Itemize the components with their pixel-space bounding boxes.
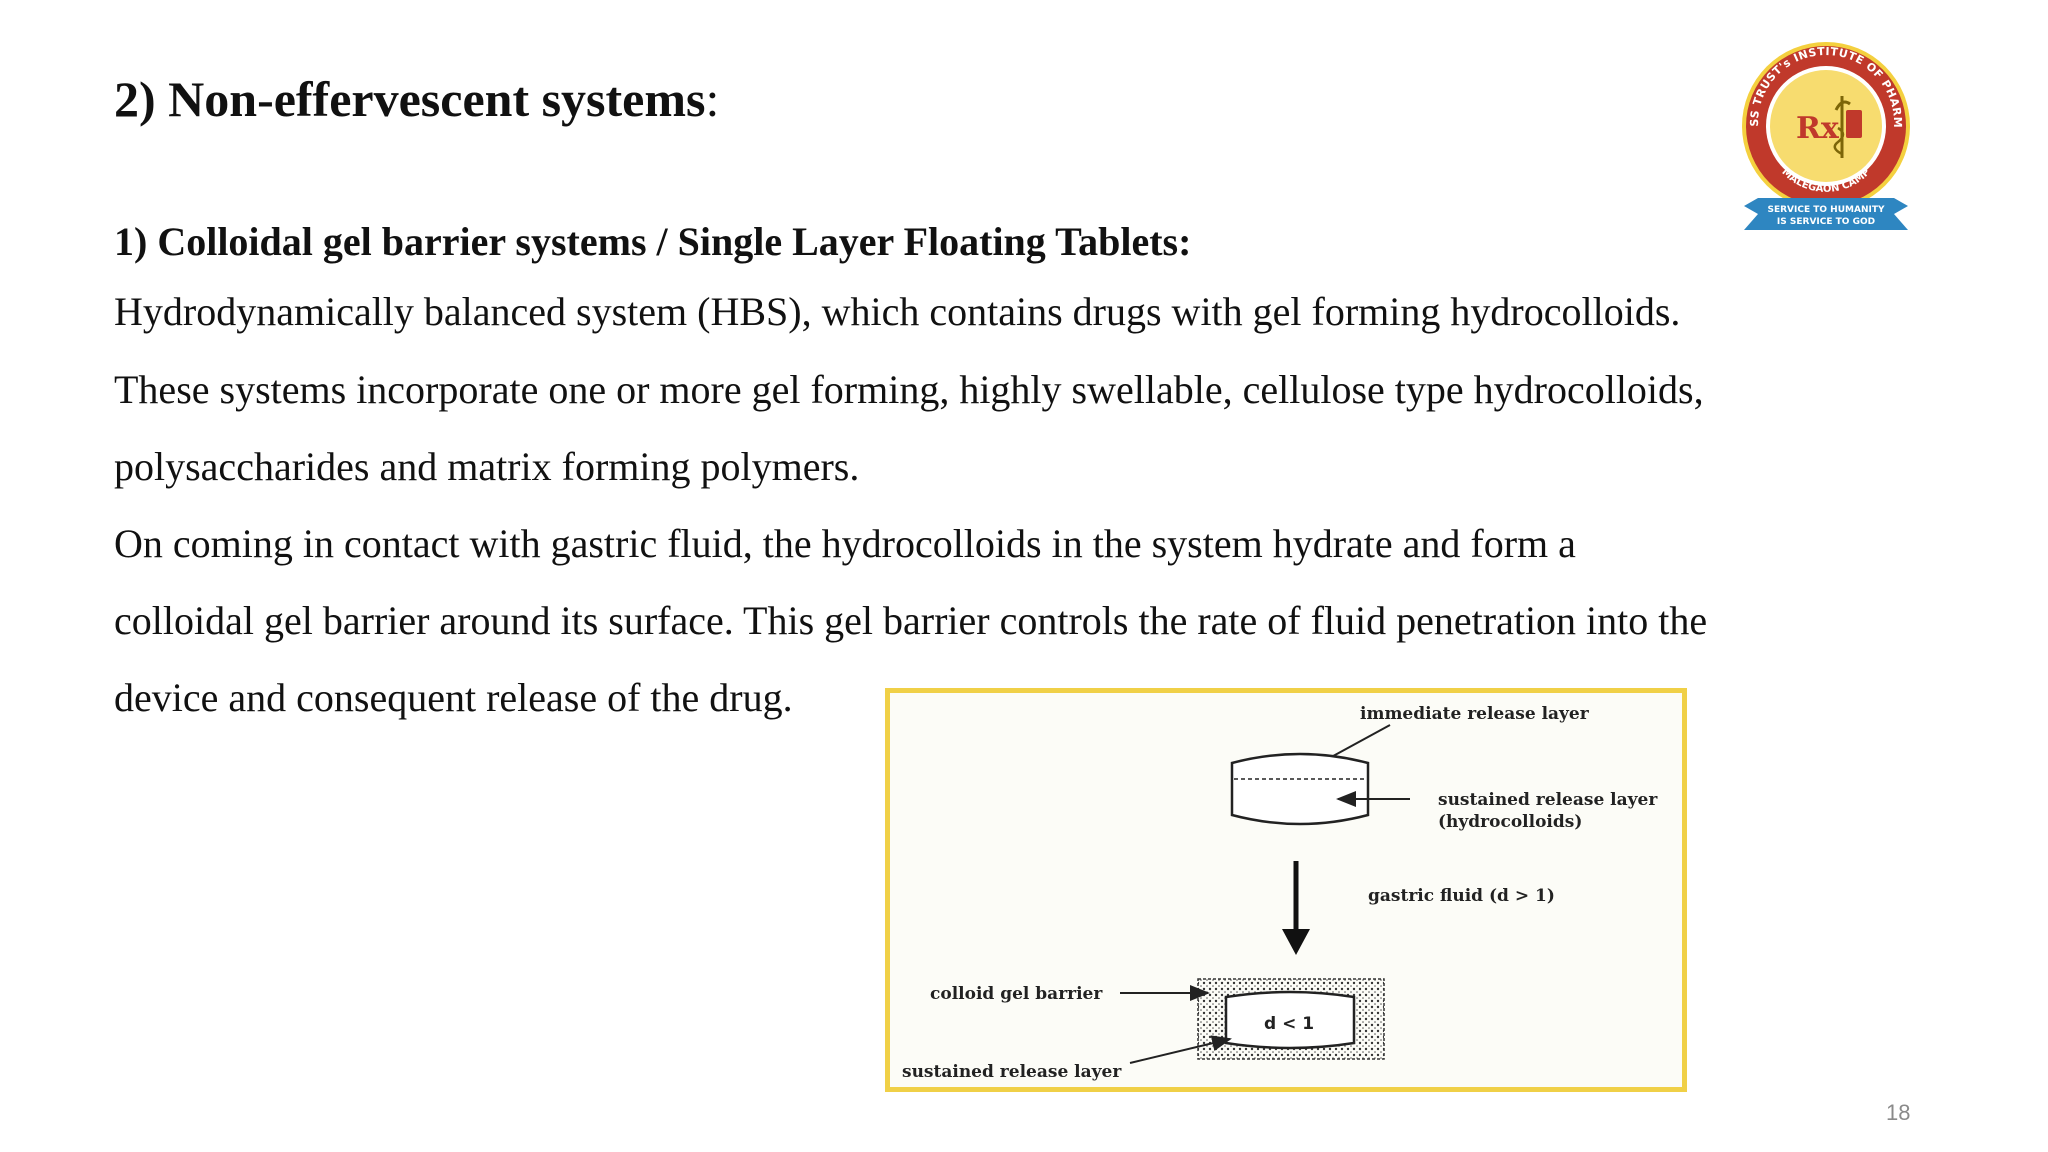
label-hydrocolloids: (hydrocolloids) <box>1438 812 1582 832</box>
body-line-2: These systems incorporate one or more ge… <box>114 367 1704 412</box>
floating-tablet-diagram: immediate release layer sustained releas… <box>885 688 1687 1092</box>
rx-symbol: Rx <box>1796 111 1840 146</box>
arrow-process-head <box>1282 929 1310 955</box>
body-line-3: polysaccharides and matrix forming polym… <box>114 444 860 489</box>
heading-text: 2) Non-effervescent systems <box>114 71 706 127</box>
institute-logo-graphic: KBHSS TRUST's INSTITUTE OF PHARMACY MALE… <box>1733 28 1910 230</box>
label-gastric-fluid: gastric fluid (d > 1) <box>1368 886 1555 906</box>
body-line-5: colloidal gel barrier around its surface… <box>114 598 1708 643</box>
tablet-before <box>1230 752 1370 826</box>
label-sustained-release: sustained release layer <box>1438 790 1658 810</box>
label-immediate-release: immediate release layer <box>1360 704 1590 724</box>
body-line-6: device and consequent release of the dru… <box>114 675 793 720</box>
label-colloid-gel-barrier: colloid gel barrier <box>930 984 1103 1004</box>
heading-colon: : <box>705 71 720 127</box>
label-sustained-release-bottom: sustained release layer <box>902 1062 1122 1082</box>
svg-text:SERVICE TO HUMANITY: SERVICE TO HUMANITY <box>1768 205 1885 215</box>
motto-banner <box>1744 198 1908 230</box>
arrow-sustained-bottom <box>1129 1035 1232 1064</box>
slide-number: 18 <box>1886 1100 1911 1125</box>
svg-text:IS SERVICE TO GOD: IS SERVICE TO GOD <box>1777 217 1875 227</box>
slide-subheading: 1) Colloidal gel barrier systems / Singl… <box>114 219 1192 264</box>
body-line-1: Hydrodynamically balanced system (HBS), … <box>114 289 1681 334</box>
body-line-4: On coming in contact with gastric fluid,… <box>114 521 1576 566</box>
institute-logo: KBHSS TRUST's INSTITUTE OF PHARMACY MALE… <box>1733 28 1914 248</box>
diagram-canvas: immediate release layer sustained releas… <box>902 704 1658 1082</box>
tablet-after <box>1224 990 1356 1050</box>
mortar-icon <box>1846 110 1862 138</box>
label-density: d < 1 <box>1264 1014 1314 1034</box>
slide-heading: 2) Non-effervescent systems: <box>114 70 719 128</box>
